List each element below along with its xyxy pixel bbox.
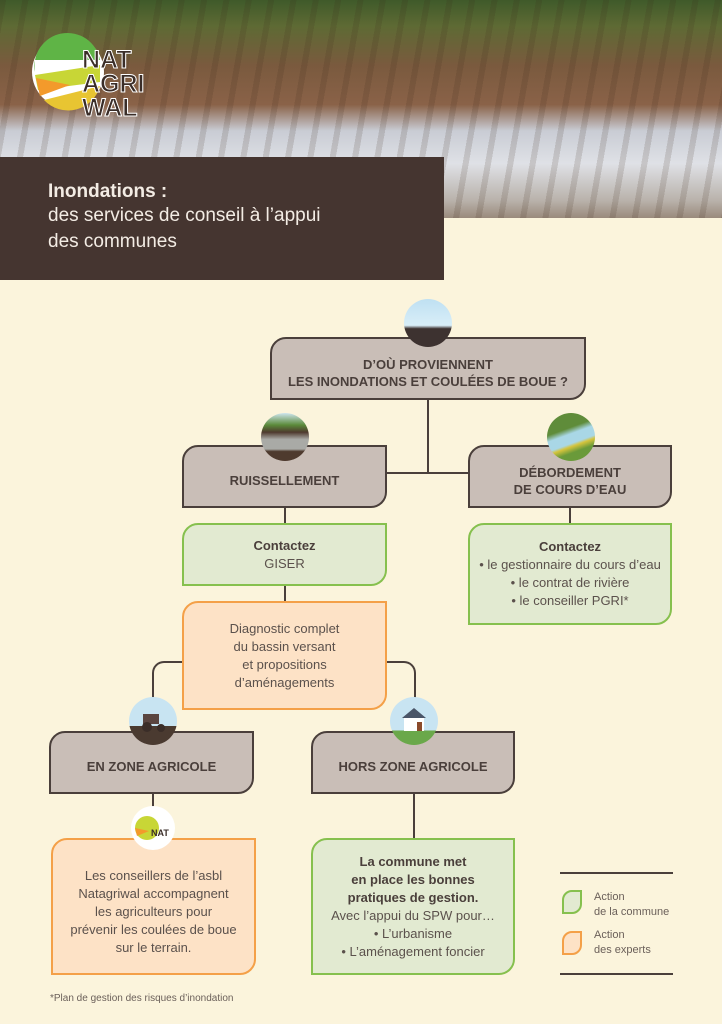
subtitle-line: des communes: [48, 231, 177, 252]
connector: [427, 398, 429, 474]
connector: [284, 584, 286, 602]
question-line: D’OÙ PROVIENNENT: [362, 356, 493, 372]
ruissellement-label: RUISSELLEMENT: [229, 473, 340, 488]
practices-item: • L’aménagement foncier: [341, 943, 485, 959]
legend-divider: [560, 973, 673, 975]
title-bold: Inondations :: [48, 181, 168, 202]
legend-divider: [560, 872, 673, 874]
advice-line: sur le terrain.: [115, 939, 192, 955]
diagnostic-line: du bassin versant: [233, 638, 336, 654]
diagnostic-line: d’aménagements: [234, 674, 335, 690]
diagnostic-box: Diagnostic complet du bassin versant et …: [182, 601, 387, 710]
natagriwal-small-logo: NAT: [131, 806, 175, 850]
practices-bold: pratiques de gestion.: [347, 889, 479, 905]
advice-line: Les conseillers de l’asbl: [84, 867, 223, 883]
contact-item: • le contrat de rivière: [510, 575, 630, 590]
connector: [413, 792, 415, 840]
svg-text:WAL: WAL: [82, 94, 138, 122]
subtitle-line: des services de conseil à l’appui: [48, 205, 321, 226]
legend-text: des experts: [594, 944, 651, 956]
practices-item: • L’urbanisme: [373, 925, 453, 941]
connector: [569, 506, 571, 524]
practices-bold: en place les bonnes: [351, 871, 475, 887]
connector: [152, 792, 154, 812]
connector: [384, 661, 416, 706]
svg-text:NAT: NAT: [151, 828, 169, 838]
footnote: *Plan de gestion des risques d’inondatio…: [50, 993, 234, 1004]
advice-line: prévenir les coulées de boue: [70, 921, 237, 937]
contact-item: • le conseiller PGRI*: [511, 593, 629, 608]
contact-name: GISER: [264, 555, 305, 571]
svg-text:NAT: NAT: [82, 46, 132, 74]
tractor-icon: [129, 697, 177, 745]
legend-text: de la commune: [594, 906, 670, 918]
debordement-label: DÉBORDEMENT: [519, 464, 621, 480]
legend-text: Action: [594, 929, 625, 941]
debordement-box: DÉBORDEMENT DE COURS D’EAU: [468, 445, 672, 508]
advice-line: les agriculteurs pour: [94, 903, 213, 919]
runoff-icon: [261, 413, 309, 461]
river-icon: [547, 413, 595, 461]
legend-orange-swatch: [562, 931, 582, 955]
connector: [384, 472, 470, 474]
advice-line: Natagriwal accompagnent: [78, 885, 229, 901]
connector: [284, 506, 286, 524]
contact-title: Contactez: [253, 537, 316, 553]
house-icon: [390, 697, 438, 745]
title-banner: Inondations : des services de conseil à …: [0, 157, 444, 280]
legend-commune: Action de la commune: [594, 890, 669, 920]
contact-giser-box: Contactez GISER: [182, 523, 387, 586]
commune-practices-box: La commune met en place les bonnes prati…: [311, 838, 515, 975]
hors-zone-box: HORS ZONE AGRICOLE: [311, 731, 515, 794]
diagnostic-line: et propositions: [242, 656, 327, 672]
connector: [152, 661, 184, 706]
diagnostic-line: Diagnostic complet: [229, 620, 340, 636]
natagriwal-logo: NAT AGRI WAL: [30, 30, 155, 123]
practices-bold: La commune met: [359, 853, 467, 869]
zone-agricole-label: EN ZONE AGRICOLE: [86, 759, 217, 774]
contact-title: Contactez: [538, 539, 602, 554]
legend-experts: Action des experts: [594, 928, 651, 958]
svg-text:AGRI: AGRI: [82, 70, 145, 98]
contact-cours-eau-box: Contactez • le gestionnaire du cours d’e…: [468, 523, 672, 625]
question-line: LES INONDATIONS ET COULÉES DE BOUE ?: [287, 373, 568, 389]
practices-text: Avec l’appui du SPW pour…: [331, 907, 495, 923]
rain-icon: [404, 299, 452, 347]
legend-green-swatch: [562, 890, 582, 914]
contact-item: • le gestionnaire du cours d’eau: [479, 557, 661, 572]
debordement-label: DE COURS D’EAU: [513, 481, 627, 497]
hors-zone-label: HORS ZONE AGRICOLE: [338, 759, 488, 774]
natagriwal-advice-box: Les conseillers de l’asbl Natagriwal acc…: [51, 838, 256, 975]
legend-text: Action: [594, 891, 625, 903]
